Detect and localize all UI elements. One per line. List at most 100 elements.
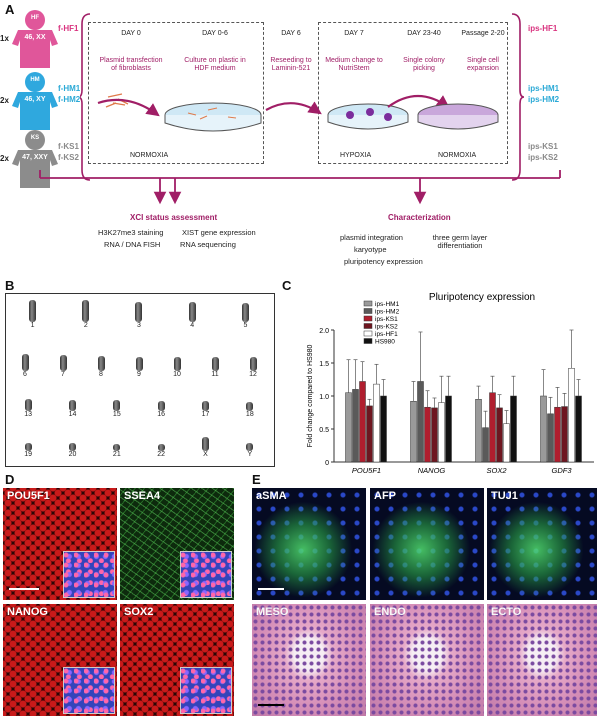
- ips-line-label: ips-HM1: [528, 84, 560, 93]
- chromosome: 10: [158, 357, 196, 378]
- bar: [503, 423, 510, 463]
- germ-layer-label: MESO: [256, 606, 289, 618]
- chromosome-label: 2: [83, 322, 88, 329]
- chromosome-label: 5: [243, 322, 248, 329]
- step-day: Passage 2-20: [461, 30, 505, 37]
- chromosome-label: 6: [23, 371, 27, 378]
- germ-layer-label: AFP: [374, 490, 396, 502]
- fibroblast-line-label: f-KS2: [58, 153, 79, 162]
- chromosome: 21: [95, 444, 139, 458]
- donor-karyotype: 46, XY: [24, 96, 46, 103]
- chromosome: 11: [196, 357, 234, 378]
- germ-layer-label: aSMA: [256, 490, 287, 502]
- legend-label: ips-KS2: [375, 324, 398, 331]
- step-description: Reseeding to Laminin-521: [270, 57, 312, 72]
- bar: [575, 395, 582, 463]
- flow-arrows: [39, 170, 561, 205]
- legend-label: ips-HF1: [375, 331, 398, 338]
- chromosome: 8: [82, 356, 120, 378]
- y-tick-label: 0: [325, 460, 329, 467]
- char-item-3: karyotype: [354, 245, 387, 254]
- germ-layer-image: ECTO: [487, 604, 597, 716]
- chromosome-label: 18: [245, 411, 254, 418]
- donor-count: 2x: [0, 154, 9, 163]
- bar: [445, 395, 452, 463]
- step-description: Single colony picking: [403, 57, 445, 72]
- chromosome: 19: [6, 443, 50, 458]
- chromosome: 13: [6, 399, 50, 418]
- x-category-label: GDF3: [551, 466, 572, 475]
- bar: [373, 383, 380, 463]
- panel-label-b: B: [5, 278, 15, 293]
- bar: [352, 389, 359, 463]
- ips-line-label: ips-HF1: [528, 24, 558, 33]
- donor-karyotype: 47, XXY: [22, 154, 48, 161]
- donor-count: 1x: [0, 34, 9, 43]
- chromosome-label: 8: [99, 371, 103, 378]
- chromosome: 6: [6, 354, 44, 378]
- chromosome-label: 3: [137, 322, 141, 329]
- chromosome-label: 7: [61, 371, 65, 378]
- right-brace-icon: [511, 13, 524, 181]
- legend-swatch: [363, 300, 373, 307]
- x-category-label: NANOG: [418, 466, 446, 475]
- staining-inset: [180, 551, 232, 598]
- bar: [345, 392, 352, 463]
- pluripotency-chart: Pluripotency expression00.51.01.52.0Fold…: [307, 292, 594, 475]
- step-day: DAY 0-6: [202, 30, 228, 37]
- staining-label: POU5F1: [7, 490, 50, 502]
- staining-inset: [180, 667, 232, 714]
- legend-swatch: [363, 315, 373, 322]
- chromosome: Y: [228, 443, 272, 458]
- germ-layer-label: TUJ1: [491, 490, 518, 502]
- bar: [438, 402, 445, 463]
- bar: [554, 406, 561, 463]
- chromosome-label: 12: [249, 371, 257, 378]
- donor-badge: KS: [30, 135, 40, 141]
- condition-hypoxia: HYPOXIA: [340, 152, 372, 159]
- y-tick-label: 0.5: [319, 427, 329, 434]
- bar: [424, 406, 431, 463]
- y-axis-label: Fold change compared to HS980: [307, 345, 314, 448]
- germ-layer-image: TUJ1: [487, 488, 597, 600]
- ips-line-label: ips-HM2: [528, 95, 560, 104]
- legend-label: ips-HM2: [375, 309, 400, 316]
- chromosome-label: 9: [137, 371, 141, 378]
- bar: [496, 407, 503, 463]
- legend-swatch: [363, 338, 373, 344]
- fibroblast-line-label: f-HM1: [58, 84, 81, 93]
- person-icon: [12, 72, 58, 130]
- chromosome: 4: [166, 302, 219, 329]
- xci-item-4: RNA sequencing: [180, 240, 236, 249]
- germ-layer-image: MESO: [252, 604, 366, 716]
- legend-swatch: [363, 330, 373, 337]
- normoxia-box: [88, 22, 264, 164]
- legend-swatch: [363, 308, 373, 314]
- staining-image: SSEA4: [120, 488, 234, 600]
- scale-bar: [9, 588, 39, 590]
- chromosome-label: 19: [24, 451, 33, 458]
- condition-normoxia-1: NORMOXIA: [130, 152, 169, 159]
- chromosome-label: Y: [247, 451, 253, 458]
- staining-inset: [63, 551, 115, 598]
- char-item-4: pluripotency expression: [344, 257, 423, 266]
- step-day: DAY 0: [121, 30, 141, 37]
- chromosome-label: 17: [201, 411, 210, 418]
- legend-label: ips-HM1: [375, 301, 400, 308]
- panel-label-c: C: [282, 278, 292, 293]
- step-description: Single cell expansion: [467, 57, 499, 72]
- donor-count: 2x: [0, 96, 9, 105]
- char-item-2: three germ layer differentiation: [432, 233, 488, 250]
- x-category-label: POU5F1: [352, 466, 381, 475]
- chromosome-label: 1: [30, 322, 35, 329]
- bar: [417, 381, 424, 463]
- bar: [568, 368, 575, 463]
- chromosome: 15: [95, 400, 139, 418]
- chromosome: 18: [228, 402, 272, 418]
- chromosome: 17: [183, 401, 227, 418]
- chromosome: 2: [59, 300, 112, 329]
- panel-label-a: A: [5, 2, 15, 17]
- chromosome-label: 22: [157, 451, 166, 458]
- xci-item-2: XIST gene expression: [182, 228, 256, 237]
